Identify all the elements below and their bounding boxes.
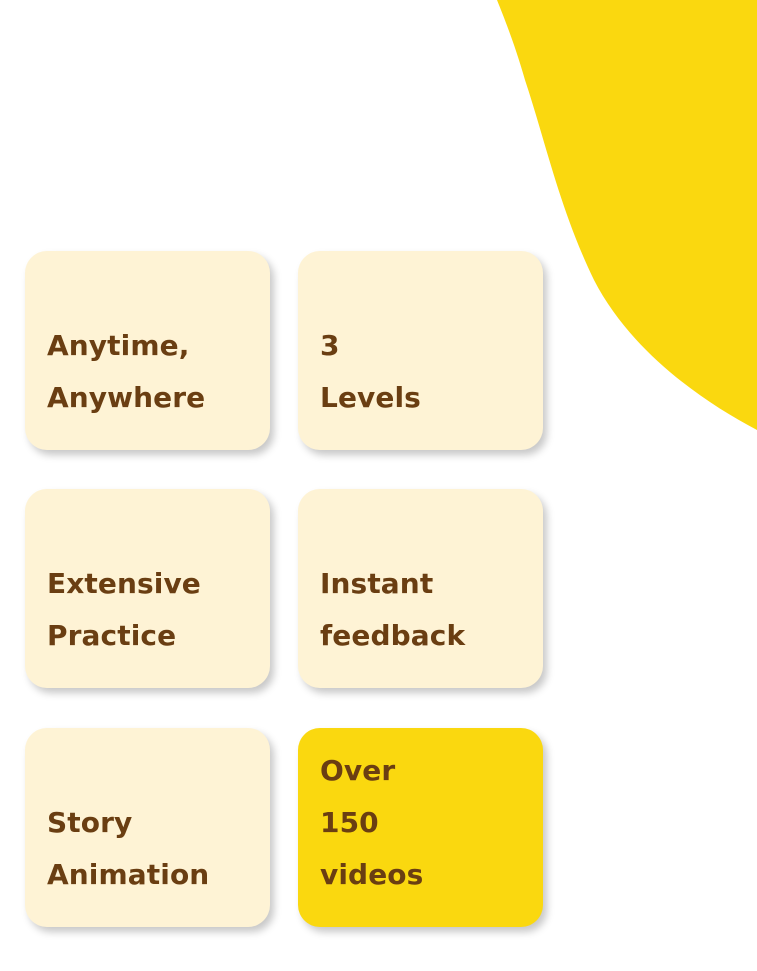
- feature-card-line: videos: [320, 858, 424, 891]
- features-grid: Anytime, Anywhere 3 Levels Extensive Pra…: [25, 251, 545, 927]
- feature-card-story-animation[interactable]: Story Animation: [25, 728, 270, 927]
- feature-card-line: 3: [320, 329, 340, 362]
- feature-card-line: feedback: [320, 619, 466, 652]
- feature-card-line: Anytime,: [47, 329, 190, 362]
- feature-card-line: Extensive: [47, 567, 201, 600]
- feature-card-line: 150: [320, 806, 379, 839]
- feature-card-anytime-anywhere[interactable]: Anytime, Anywhere: [25, 251, 270, 450]
- feature-card-extensive-practice[interactable]: Extensive Practice: [25, 489, 270, 688]
- feature-card-line: Anywhere: [47, 381, 206, 414]
- feature-card-3-levels[interactable]: 3 Levels: [298, 251, 543, 450]
- feature-card-line: Practice: [47, 619, 177, 652]
- feature-card-line: Over: [320, 754, 396, 787]
- feature-card-over-150-videos[interactable]: Over 150 videos: [298, 728, 543, 927]
- feature-card-line: Instant: [320, 567, 434, 600]
- feature-card-instant-feedback[interactable]: Instant feedback: [298, 489, 543, 688]
- feature-card-line: Levels: [320, 381, 421, 414]
- feature-card-line: Animation: [47, 858, 210, 891]
- feature-card-line: Story: [47, 806, 133, 839]
